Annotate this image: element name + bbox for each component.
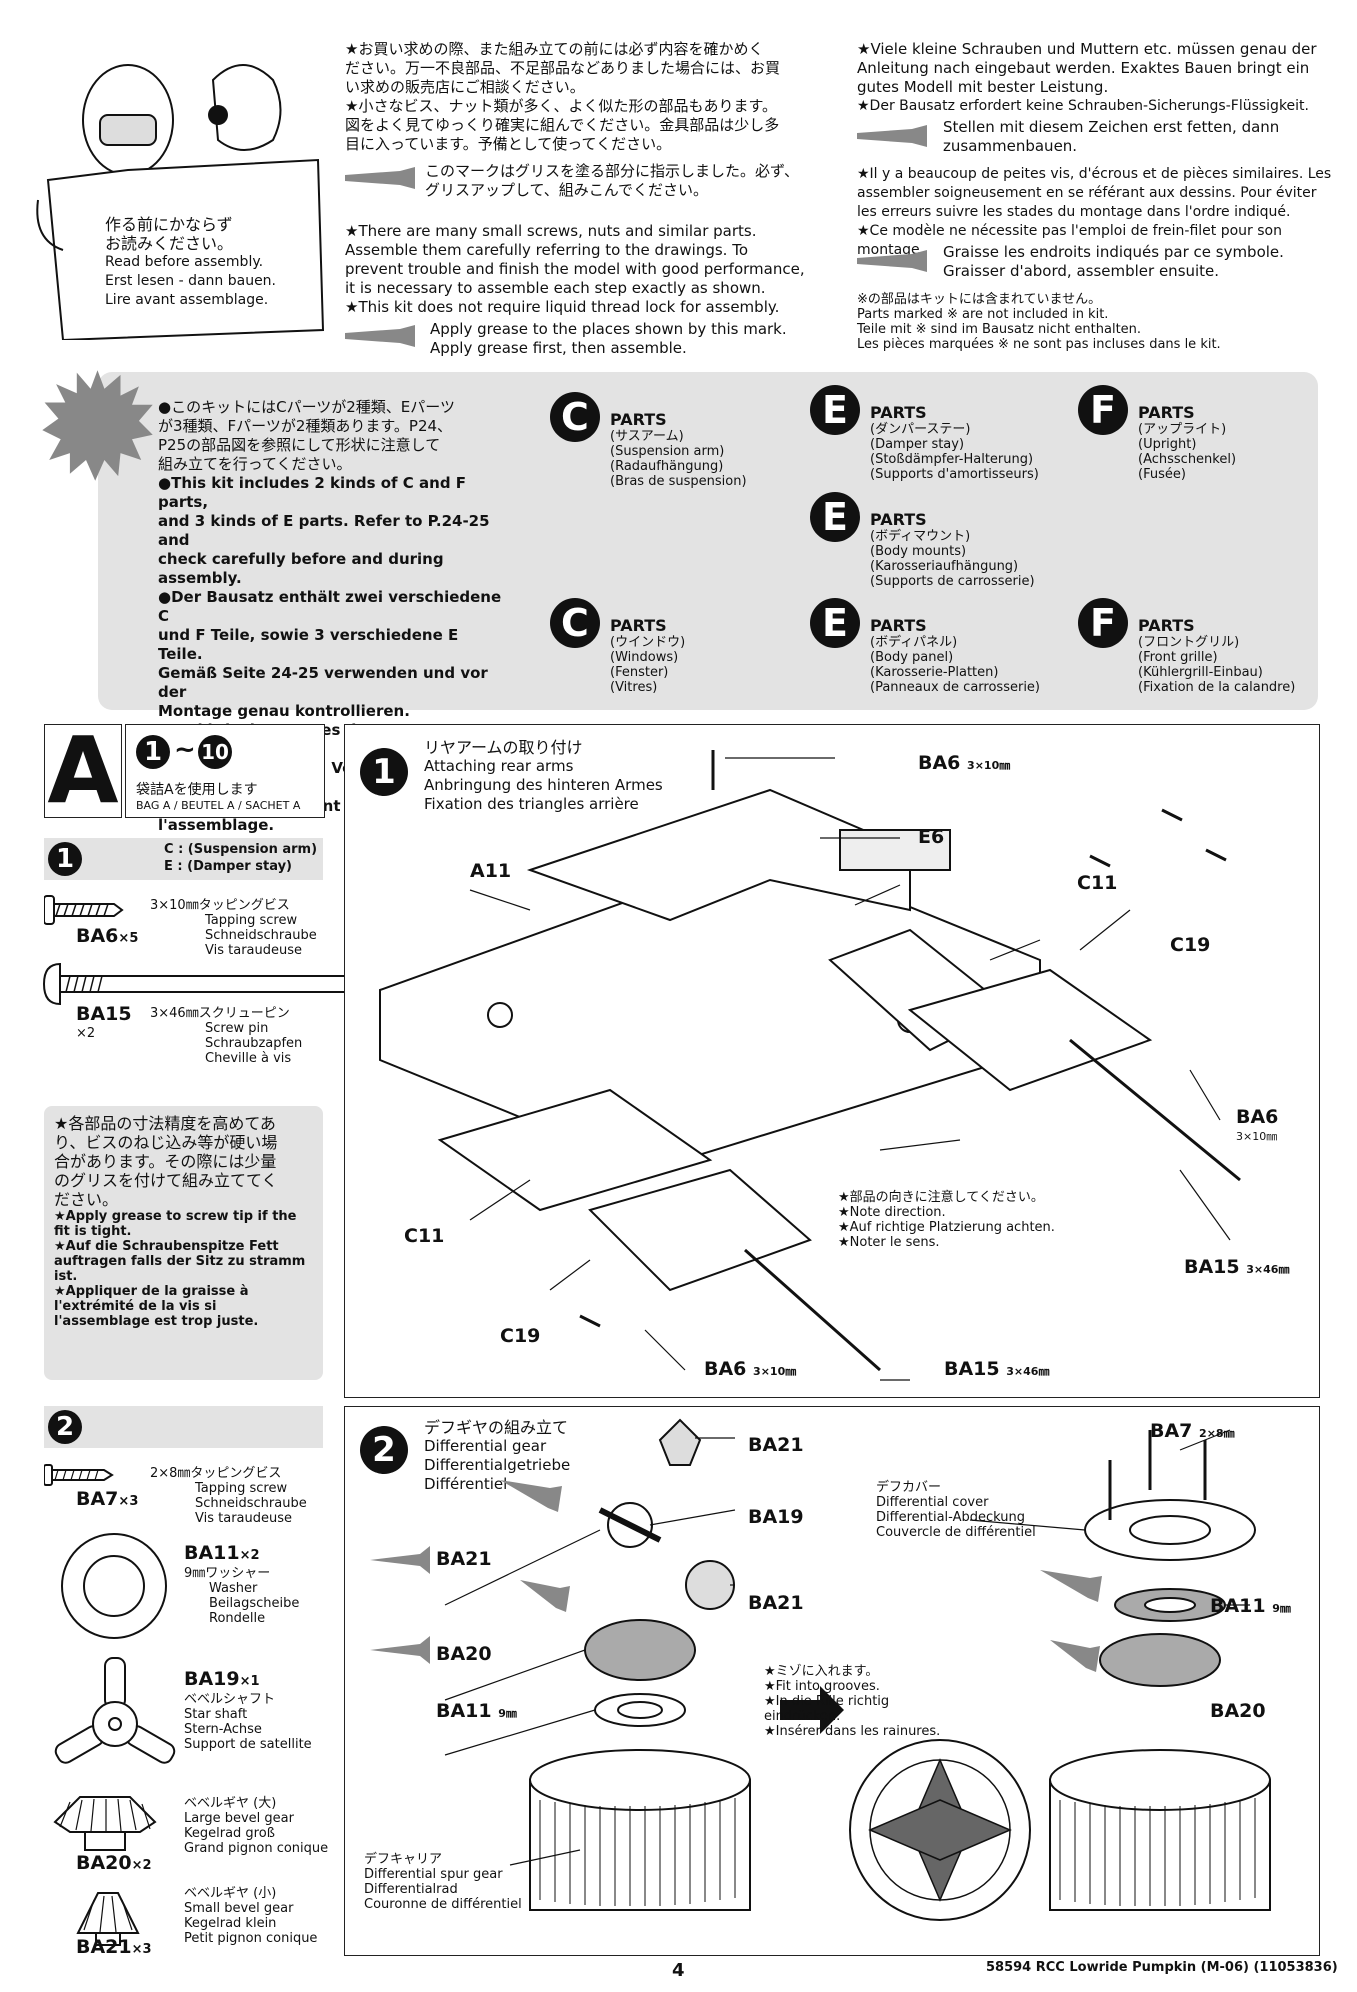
ba15-qty: ×2 <box>76 1026 96 1041</box>
page-number: 4 <box>672 1960 685 1981</box>
ba20-code: BA20×2 <box>76 1852 152 1874</box>
intro-de-grease: Stellen mit diesem Zeichen erst fetten, … <box>943 118 1280 155</box>
intro-jp-grease: このマークはグリスを塗る部分に指示しました。必ず、 グリスアップして、組みこんで… <box>425 162 799 199</box>
callout-ba21-top: BA21 <box>748 1434 804 1456</box>
attention-starburst-icon <box>42 370 153 481</box>
diff-cover-label: デフカバー Differential cover Differential-Ab… <box>876 1480 1036 1540</box>
callout-ba15-right: BA15 3×46㎜ <box>1184 1256 1290 1278</box>
ba15-description: 3×46㎜スクリューピン Screw pin Schraubzapfen Che… <box>150 1006 303 1066</box>
star-shaft-icon <box>54 1657 176 1764</box>
intro-en-grease: Apply grease to the places shown by this… <box>430 320 787 357</box>
callout-c19-left: C19 <box>500 1325 541 1347</box>
ba11-code: BA11×2 <box>184 1542 260 1564</box>
ba21-description: ベベルギヤ (小) Small bevel gear Kegelrad klei… <box>184 1886 318 1946</box>
grease-icon <box>345 325 415 347</box>
ba6-code: BA6×5 <box>76 925 139 947</box>
large-bevel-gear-icon <box>53 1796 157 1851</box>
callout-ba11-right: BA11 9㎜ <box>1210 1595 1291 1617</box>
screw-pin-icon <box>42 962 369 1006</box>
callout-c19-right: C19 <box>1170 934 1211 956</box>
ba21-code: BA21×3 <box>76 1936 152 1958</box>
grease-icon <box>857 250 927 272</box>
footer-code: 58594 RCC Lowride Pumpkin (M-06) (110538… <box>986 1960 1338 1975</box>
not-included-note: ※の部品はキットには含まれていません。 Parts marked ※ are n… <box>857 292 1221 352</box>
step2-number: 2 <box>360 1426 408 1474</box>
bag-letter-box: A <box>44 724 122 818</box>
intro-de-text: ★Viele kleine Schrauben und Muttern etc.… <box>857 40 1317 114</box>
bag-info-box: 1 ~ 10 袋詰Aを使用します BAG A / BEUTEL A / SACH… <box>125 724 325 818</box>
callout-ba19: BA19 <box>748 1506 804 1528</box>
step2-title: デフギヤの組み立て Differential gear Differential… <box>424 1418 571 1493</box>
callout-a11: A11 <box>470 860 512 882</box>
differential-assembly-drawing <box>370 1418 1271 1921</box>
washer-icon <box>61 1533 167 1639</box>
step1-number: 1 <box>360 748 408 796</box>
ba15-code: BA15 <box>76 1003 132 1025</box>
intro-en-text: ★There are many small screws, nuts and s… <box>345 222 805 316</box>
tapping-screw-icon <box>44 895 124 925</box>
tapping-screw-small-icon <box>44 1464 114 1486</box>
callout-ba7: BA7 2×8㎜ <box>1150 1420 1235 1442</box>
step2-parts-header: 2 <box>44 1406 323 1448</box>
intro-jp-text: ★お買い求めの際、また組み立ての前には必ず内容を確かめく ださい。万一不良部品、… <box>345 40 781 153</box>
ba7-code: BA7×3 <box>76 1488 139 1510</box>
callout-ba21-left: BA21 <box>436 1548 492 1570</box>
intro-fr-grease: Graisse les endroits indiqués par ce sym… <box>943 243 1284 280</box>
callout-ba15-bottom: BA15 3×46㎜ <box>944 1358 1050 1380</box>
callout-ba11: BA11 9㎜ <box>436 1700 517 1722</box>
diff-carrier-label: デフキャリア Differential spur gear Differenti… <box>364 1852 522 1912</box>
small-bevel-gear-icon <box>76 1892 140 1946</box>
tight-fit-tip: ★各部品の寸法精度を高めてあ り、ビスのねじ込み等が硬い場 合があります。その際… <box>44 1106 323 1380</box>
ba11-description: 9㎜ワッシャー Washer Beilagscheibe Rondelle <box>184 1566 300 1626</box>
callout-c11-right: C11 <box>1077 872 1118 894</box>
ba19-description: ベベルシャフト Star shaft Stern-Achse Support d… <box>184 1692 312 1752</box>
callout-ba6-right-size: 3×10㎜ <box>1236 1130 1278 1143</box>
callout-ba6-bottom: BA6 3×10㎜ <box>704 1358 797 1380</box>
rear-arm-assembly-drawing <box>379 750 1241 1381</box>
step1-title: リヤアームの取り付け Attaching rear arms Anbringun… <box>424 738 663 813</box>
callout-e6: E6 <box>918 826 945 848</box>
ba20-description: ベベルギヤ (大) Large bevel gear Kegelrad groß… <box>184 1796 329 1856</box>
callout-ba6-top: BA6 3×10㎜ <box>918 752 1011 774</box>
callout-ba20: BA20 <box>436 1643 492 1665</box>
ba19-code: BA19×1 <box>184 1668 260 1690</box>
note-direction: ★部品の向きに注意してください。 ★Note direction. ★Auf r… <box>838 1190 1055 1250</box>
grease-icon <box>857 125 927 147</box>
grease-icon <box>345 167 415 189</box>
mechanic-illustration <box>36 64 325 340</box>
groove-note: ★ミゾに入れます。 ★Fit into grooves. ★In die Ril… <box>764 1664 941 1739</box>
callout-c11-left: C11 <box>404 1225 445 1247</box>
intro-fr-text: ★Il y a beaucoup de peites vis, d'écrous… <box>857 166 1332 258</box>
read-first-sign: 作る前にかならず お読みください。 Read before assembly. … <box>105 215 277 308</box>
ba6-description: 3×10㎜タッピングビス Tapping screw Schneidschrau… <box>150 898 317 958</box>
callout-ba20-right: BA20 <box>1210 1700 1266 1722</box>
callout-ba21-right: BA21 <box>748 1592 804 1614</box>
ba7-description: 2×8㎜タッピングビス Tapping screw Schneidschraub… <box>150 1466 307 1526</box>
callout-ba6-right: BA6 <box>1236 1106 1279 1128</box>
step1-parts-header: 1 C : (Suspension arm) E : (Damper stay) <box>44 838 323 880</box>
